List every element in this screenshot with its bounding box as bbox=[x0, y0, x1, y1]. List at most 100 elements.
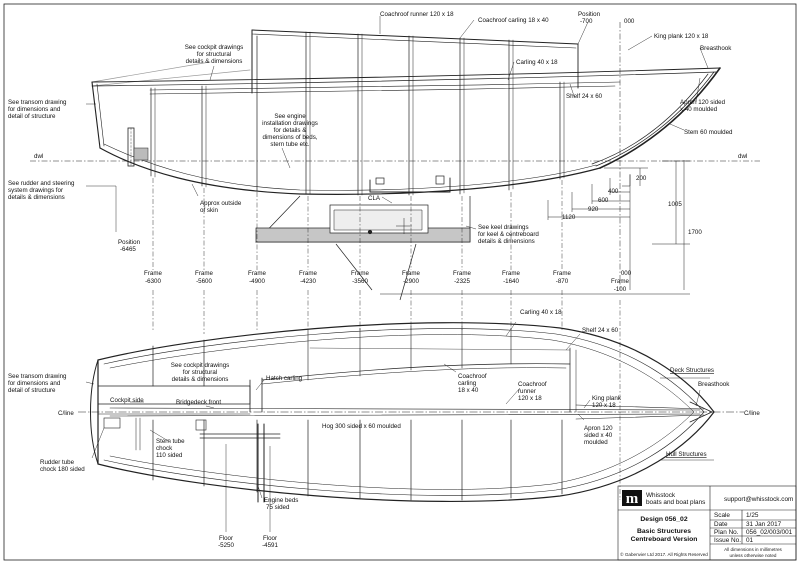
skin-note-1: Approx outside bbox=[200, 200, 242, 207]
dim-1700: 1700 bbox=[688, 229, 702, 236]
copyright-notice: © Gabenvier Ltd 2017. All Rights Reserve… bbox=[620, 551, 708, 557]
plan-coachroof-runner-1: Coachroof bbox=[518, 381, 547, 388]
rudder-note-1: See rudder and steering bbox=[8, 180, 75, 187]
dim-400: 400 bbox=[608, 188, 619, 195]
rudder-tube-1: Rudder tube bbox=[40, 459, 75, 466]
units-note-2: unless otherwise noted bbox=[730, 553, 777, 558]
plan-breasthook-label: Breasthook bbox=[698, 381, 730, 388]
stem-label: Stem 60 moulded bbox=[684, 129, 733, 136]
floor-4591-value: -4591 bbox=[262, 542, 278, 549]
frame-position-4: -3560 bbox=[352, 278, 368, 285]
engine-beds-1: Engine beds bbox=[264, 497, 298, 504]
keel-note-1: See keel drawings bbox=[478, 224, 529, 231]
plan-labels: Carling 40 x 18 Shelf 24 x 60 Deck Struc… bbox=[8, 309, 760, 549]
floor-5250-value: -5250 bbox=[218, 542, 234, 549]
plan-view bbox=[90, 322, 715, 503]
scale-value: 1/25 bbox=[746, 512, 759, 519]
hull-structures-label: Hull Structures bbox=[666, 451, 707, 458]
plan-no-value: 056_02/003/001 bbox=[746, 529, 793, 536]
floor-5250-label: Floor bbox=[219, 535, 233, 542]
rudder-note-3: details & dimensions bbox=[8, 194, 65, 201]
bridgedeck-front-label: Bridgedeck front bbox=[176, 399, 221, 406]
plan-coachroof-carling-1: Coachroof bbox=[458, 373, 487, 380]
design-number: Design 056_02 bbox=[640, 516, 687, 523]
transom-note-1: See transom drawing bbox=[8, 99, 67, 106]
dim-200: 200 bbox=[636, 175, 647, 182]
plan-king-plank-2: 120 x 18 bbox=[592, 402, 616, 409]
rudder-tube-2: chock 180 sided bbox=[40, 466, 85, 473]
plan-transom-note-3: detail of structure bbox=[8, 387, 56, 394]
plan-coachroof-carling-3: 18 x 40 bbox=[458, 387, 479, 394]
frame-label-8: Frame bbox=[553, 270, 571, 277]
cockpit-note-3: details & dimensions bbox=[186, 58, 243, 65]
profile-leaders bbox=[86, 16, 709, 232]
issue-no-label: Issue No. bbox=[714, 537, 741, 544]
position-6465-label: Position bbox=[118, 239, 141, 246]
plan-leaders bbox=[85, 321, 714, 532]
hatch-carling-label: Hatch carling bbox=[266, 375, 303, 382]
plan-coachroof-runner-2: runner bbox=[518, 388, 536, 395]
transom-note-3: detail of structure bbox=[8, 113, 56, 120]
frame-position-1: -5600 bbox=[196, 278, 212, 285]
plan-cockpit-note-1: See cockpit drawings bbox=[171, 362, 229, 369]
frame-label-5: Frame bbox=[402, 270, 420, 277]
skin-note-2: of skin bbox=[200, 207, 218, 214]
apron-label-2: x 40 moulded bbox=[680, 106, 718, 113]
plan-carling-label: Carling 40 x 18 bbox=[520, 309, 562, 316]
hog-label: Hog 300 sided x 60 moulded bbox=[322, 423, 401, 430]
coachroof-carling-label: Coachroof carling 18 x 40 bbox=[478, 17, 549, 24]
plan-shelf-label: Shelf 24 x 60 bbox=[582, 327, 619, 334]
frame-position-5: -2900 bbox=[403, 278, 419, 285]
frame-label-9: Frame bbox=[611, 278, 629, 285]
frame-label-6: Frame bbox=[453, 270, 471, 277]
company-name: Whisstock bbox=[646, 492, 676, 499]
cline-left-label: C/line bbox=[58, 410, 74, 417]
frame-position-8: -870 bbox=[556, 278, 569, 285]
engine-note-1: See engine bbox=[274, 113, 306, 120]
keel-centreboard bbox=[255, 195, 471, 301]
plan-apron-2: sided x 40 bbox=[584, 432, 613, 439]
plan-transom-note-2: for dimensions and bbox=[8, 380, 61, 387]
breasthook-label: Breasthook bbox=[700, 45, 732, 52]
rudder-note-2: system drawings for bbox=[8, 187, 63, 194]
dim-1005: 1005 bbox=[668, 201, 682, 208]
scale-label: Scale bbox=[714, 512, 730, 519]
plan-cockpit-note-2: for structural bbox=[183, 369, 217, 376]
plan-apron-3: moulded bbox=[584, 439, 608, 446]
title-block bbox=[617, 485, 797, 561]
date-label: Date bbox=[714, 521, 728, 528]
frame-label-4: Frame bbox=[351, 270, 369, 277]
dwl-label-right: dwl bbox=[738, 153, 747, 160]
frame-position-0: -6300 bbox=[145, 278, 161, 285]
plan-king-plank-1: King plank bbox=[592, 395, 622, 402]
issue-no-value: 01 bbox=[746, 537, 754, 544]
position-6465-value: -6465 bbox=[120, 246, 136, 253]
king-plank-label: King plank 120 x 18 bbox=[654, 33, 709, 40]
dimension-values: 200 400 600 920 1120 1005 1700 bbox=[562, 175, 702, 236]
plan-apron-1: Apron 120 bbox=[584, 425, 613, 432]
profile-labels: Coachroof runner 120 x 18 Coachroof carl… bbox=[8, 11, 747, 253]
zero-station-top: 000 bbox=[624, 18, 635, 25]
frame-label-0: Frame bbox=[144, 270, 162, 277]
apron-label-1: Apron 120 sided bbox=[680, 99, 726, 106]
frame-label-1: Frame bbox=[195, 270, 213, 277]
frame-label-3: Frame bbox=[299, 270, 317, 277]
cockpit-side-label: Cockpit side bbox=[110, 397, 144, 404]
engine-note-4: dimensions of beds, bbox=[262, 134, 317, 141]
logo-letter: m bbox=[626, 491, 639, 507]
frame-stations bbox=[152, 178, 621, 500]
deck-structures-label: Deck Structures bbox=[670, 367, 714, 374]
email-address: support@whisstock.com bbox=[724, 496, 793, 503]
frame-position-7: -1640 bbox=[503, 278, 519, 285]
carling-label: Carling 40 x 18 bbox=[516, 59, 558, 66]
floor-4591-label: Floor bbox=[263, 535, 277, 542]
plan-coachroof-runner-3: 120 x 18 bbox=[518, 395, 542, 402]
engine-beds-2: 75 sided bbox=[266, 504, 290, 511]
frame-position-2: -4900 bbox=[249, 278, 265, 285]
units-note-1: All dimensions in millimetres bbox=[724, 547, 782, 552]
sheet-border bbox=[3, 3, 797, 561]
whisstock-logo bbox=[622, 490, 642, 506]
plan-coachroof-carling-2: carling bbox=[458, 380, 477, 387]
